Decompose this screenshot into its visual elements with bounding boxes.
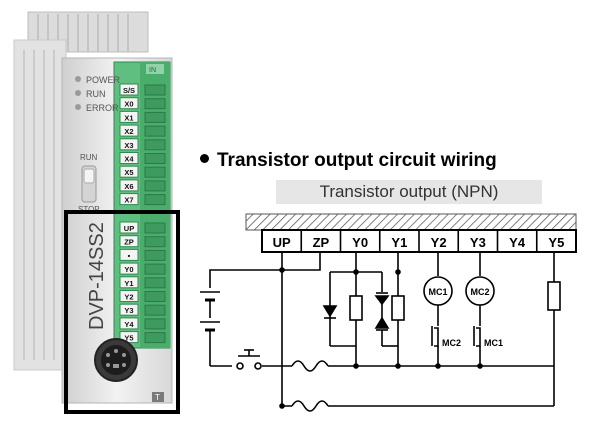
output-highlight-box bbox=[64, 210, 180, 414]
wiring bbox=[200, 252, 561, 412]
input-terminal-label: X2 bbox=[124, 127, 133, 136]
input-terminal-tag bbox=[119, 179, 139, 192]
diagram-subtitle: Transistor output (NPN) bbox=[276, 180, 542, 204]
led-label-run: RUN bbox=[86, 89, 106, 99]
input-terminal-tag bbox=[119, 152, 139, 164]
output-terminal-label: Y3 bbox=[124, 306, 133, 315]
input-terminal-screw bbox=[144, 84, 166, 96]
terminal-cells: UP ZP Y0 Y1 Y2 Y3 Y4 Y5 bbox=[273, 230, 564, 252]
input-terminal-tag bbox=[119, 165, 139, 178]
output-terminal-tag bbox=[119, 276, 139, 289]
terminal-label-y3: Y3 bbox=[470, 235, 486, 250]
output-terminal-tag bbox=[119, 235, 139, 248]
output-terminal-label: Y4 bbox=[124, 320, 134, 329]
input-terminal-screw bbox=[144, 153, 166, 164]
in-badge-label: IN bbox=[149, 67, 156, 74]
t-badge bbox=[152, 392, 164, 402]
run-stop-switch[interactable]: RUN STOP bbox=[78, 153, 100, 214]
terminal-label-up: UP bbox=[273, 235, 291, 250]
contact-label-mc2: MC2 bbox=[442, 338, 461, 348]
t-badge-label: T bbox=[155, 393, 160, 402]
led-label-error: ERROR bbox=[86, 103, 119, 113]
input-terminal-label: X6 bbox=[124, 182, 133, 191]
input-terminal-tag bbox=[119, 83, 139, 96]
input-terminal-label: X4 bbox=[124, 155, 134, 164]
output-terminal-screw bbox=[144, 263, 166, 275]
input-terminal-label: X1 bbox=[124, 113, 133, 122]
input-terminal-screw bbox=[144, 139, 166, 151]
output-terminal-screw bbox=[144, 249, 166, 261]
switch-run-label: RUN bbox=[80, 153, 98, 162]
status-leds: POWER RUN ERROR bbox=[75, 75, 121, 113]
input-terminal-label: X7 bbox=[124, 196, 133, 205]
output-terminal-tag bbox=[119, 262, 139, 275]
input-terminal-screw bbox=[144, 111, 166, 123]
terminal-label-y2: Y2 bbox=[431, 235, 447, 250]
terminal-label-zp: ZP bbox=[313, 235, 330, 250]
output-terminal-label: Y1 bbox=[124, 279, 133, 288]
output-terminal-screw bbox=[144, 236, 166, 248]
bullet-icon bbox=[200, 154, 209, 164]
terminal-label-y1: Y1 bbox=[391, 235, 407, 250]
output-terminal-label: ZP bbox=[124, 238, 134, 247]
input-terminal-tag bbox=[119, 97, 139, 110]
output-terminal-tag bbox=[119, 221, 139, 234]
output-terminal-screw bbox=[144, 222, 166, 234]
terminal-label-y4: Y4 bbox=[509, 235, 526, 250]
coil-label-mc1: MC1 bbox=[428, 287, 447, 297]
output-terminal-screw bbox=[144, 304, 166, 316]
input-terminal-screw bbox=[144, 180, 166, 192]
output-terminal-tag bbox=[119, 248, 139, 261]
output-terminal-screw bbox=[144, 318, 166, 330]
output-terminal-tag bbox=[119, 317, 139, 330]
switch-stop-label: STOP bbox=[78, 205, 100, 214]
output-terminal-label: Y0 bbox=[124, 265, 133, 274]
output-terminal-label: • bbox=[128, 251, 131, 260]
contact-label-mc1: MC1 bbox=[484, 338, 503, 348]
terminal-label-y0: Y0 bbox=[352, 235, 368, 250]
comm-port bbox=[94, 338, 138, 382]
input-terminal-tag bbox=[119, 193, 139, 206]
input-terminal-tag bbox=[119, 138, 139, 151]
output-terminal-tag bbox=[119, 290, 139, 302]
input-terminal-screw bbox=[144, 125, 166, 137]
output-terminal-label: Y5 bbox=[124, 334, 133, 343]
output-terminal-screw bbox=[144, 291, 166, 302]
output-terminal-label: Y2 bbox=[124, 293, 133, 302]
input-terminal-screw bbox=[144, 98, 166, 110]
input-terminal-tag bbox=[119, 110, 139, 123]
input-terminal-label: X0 bbox=[124, 100, 133, 109]
output-terminal-label: UP bbox=[124, 224, 134, 233]
led-label-power: POWER bbox=[86, 75, 121, 85]
coil-label-mc2: MC2 bbox=[470, 287, 489, 297]
input-terminal-screw bbox=[144, 166, 166, 178]
input-terminal-label: X3 bbox=[124, 141, 133, 150]
input-terminal-label: S/S bbox=[123, 86, 135, 95]
in-badge bbox=[146, 64, 164, 74]
hatched-housing bbox=[245, 213, 577, 231]
input-terminal-screw bbox=[144, 194, 166, 206]
section-heading: Transistor output circuit wiring bbox=[200, 150, 497, 172]
plc-model-text: DVP-14SS2 bbox=[86, 222, 108, 330]
contact-symbols bbox=[279, 267, 483, 409]
output-terminal-screw bbox=[144, 332, 166, 344]
output-terminal-screw bbox=[144, 277, 166, 289]
output-terminal-tag bbox=[119, 303, 139, 316]
input-terminal-tag bbox=[119, 124, 139, 137]
heading-text: Transistor output circuit wiring bbox=[217, 150, 497, 171]
input-terminal-label: X5 bbox=[124, 168, 133, 177]
terminal-label-y5: Y5 bbox=[548, 235, 564, 250]
